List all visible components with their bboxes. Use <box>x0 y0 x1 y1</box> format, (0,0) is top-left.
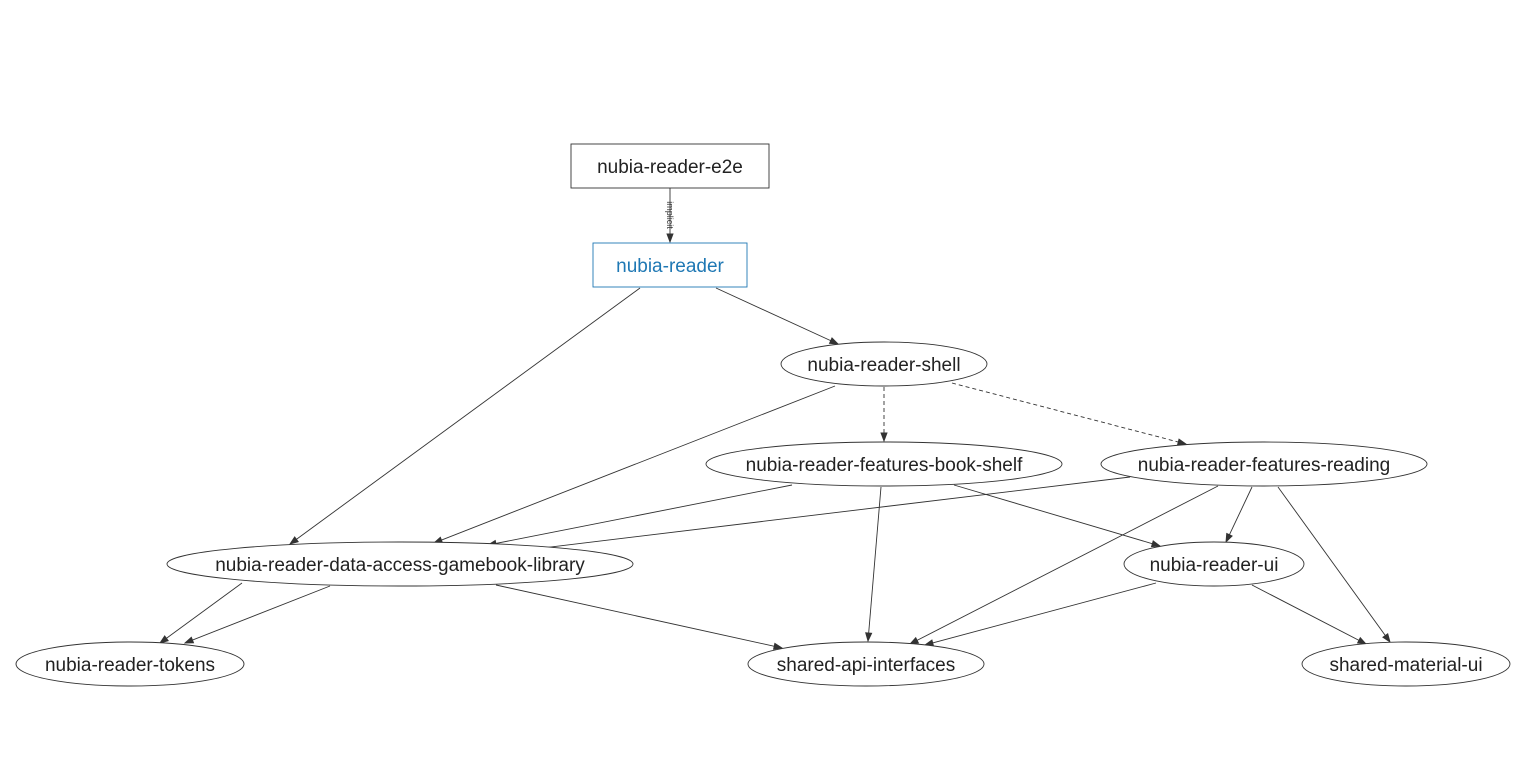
arrow-head-icon <box>828 337 840 345</box>
arrow-head-icon <box>666 233 674 244</box>
node-box <box>592 242 748 288</box>
edge-nubia-reader-features-reading-to-shared-material-ui <box>1277 486 1391 644</box>
node-nubia-reader[interactable]: nubia-reader <box>592 242 748 288</box>
node-label: nubia-reader-data-access-gamebook-librar… <box>215 555 585 576</box>
edge-nubia-reader-shell-to-nubia-reader-features-book-shelf <box>880 387 888 443</box>
arrow-head-icon <box>288 536 299 545</box>
edge-line <box>868 486 882 636</box>
node-ellipse <box>747 641 985 687</box>
arrow-head-icon <box>158 635 169 644</box>
node-ellipse <box>705 441 1063 487</box>
node-nubia-reader-features-book-shelf[interactable]: nubia-reader-features-book-shelf <box>705 441 1063 487</box>
arrow-head-icon <box>865 632 873 643</box>
node-nubia-reader-ui[interactable]: nubia-reader-ui <box>1123 541 1305 587</box>
node-ellipse <box>780 341 988 387</box>
node-label: nubia-reader <box>616 256 724 277</box>
arrow-head-icon <box>1356 636 1368 645</box>
edge-nubia-reader-features-reading-to-nubia-reader-data-access-gamebook-library <box>491 476 1131 557</box>
edge-line <box>439 385 836 542</box>
node-ellipse <box>15 641 245 687</box>
node-label: nubia-reader-features-book-shelf <box>746 455 1023 476</box>
edge-line <box>715 287 833 342</box>
arrow-head-icon <box>1382 633 1391 644</box>
arrow-head-icon <box>908 636 920 645</box>
edge-line <box>164 582 243 640</box>
node-nubia-reader-tokens[interactable]: nubia-reader-tokens <box>15 641 245 687</box>
edge-nubia-reader-e2e-to-nubia-reader: implicit <box>665 188 675 244</box>
node-label: nubia-reader-tokens <box>45 655 215 676</box>
node-shared-api-interfaces[interactable]: shared-api-interfaces <box>747 641 985 687</box>
edge-nubia-reader-features-book-shelf-to-nubia-reader-data-access-gamebook-library <box>486 484 793 547</box>
arrow-head-icon <box>183 636 195 644</box>
node-nubia-reader-shell[interactable]: nubia-reader-shell <box>780 341 988 387</box>
node-ellipse <box>1100 441 1428 487</box>
edge-line <box>498 476 1131 554</box>
edge-nubia-reader-to-nubia-reader-tokens <box>288 287 641 545</box>
node-nubia-reader-e2e[interactable]: nubia-reader-e2e <box>570 143 770 189</box>
edge-line <box>190 585 331 642</box>
edge-line <box>495 584 777 648</box>
edge-nubia-reader-to-nubia-reader-shell <box>715 287 840 345</box>
node-nubia-reader-features-reading[interactable]: nubia-reader-features-reading <box>1100 441 1428 487</box>
edge-label: implicit <box>665 201 675 229</box>
edge-line <box>294 287 641 541</box>
edge-line <box>951 382 1181 443</box>
edge-line <box>953 484 1155 545</box>
node-ellipse <box>166 541 634 587</box>
node-nubia-reader-data-access-gamebook-library[interactable]: nubia-reader-data-access-gamebook-librar… <box>166 541 634 587</box>
edge-nubia-reader-features-book-shelf-to-nubia-reader-ui <box>953 484 1162 548</box>
arrow-head-icon <box>1150 540 1162 548</box>
edge-line <box>1251 584 1361 642</box>
nodes-layer: nubia-reader-e2e nubia-reader nubia-reader… <box>15 143 1511 687</box>
edge-line <box>493 484 793 545</box>
edge-nubia-reader-features-book-shelf-to-shared-api-interfaces <box>865 486 882 643</box>
edges-layer: implicit <box>158 188 1391 650</box>
node-label: nubia-reader-ui <box>1150 555 1279 576</box>
node-ellipse <box>1301 641 1511 687</box>
edge-line <box>1228 486 1253 537</box>
edge-nubia-reader-data-access-gamebook-library-to-shared-api-interfaces <box>495 584 784 650</box>
edge-line <box>915 485 1219 642</box>
node-shared-material-ui[interactable]: shared-material-ui <box>1301 641 1511 687</box>
arrow-head-icon <box>772 642 784 650</box>
node-label: nubia-reader-features-reading <box>1138 455 1390 476</box>
node-ellipse <box>1123 541 1305 587</box>
node-box <box>570 143 770 189</box>
edge-nubia-reader-shell-to-nubia-reader-features-reading <box>951 382 1188 446</box>
arrow-head-icon <box>1176 438 1188 446</box>
node-label: nubia-reader-e2e <box>597 157 743 178</box>
edge-line <box>930 582 1157 644</box>
node-label: shared-material-ui <box>1329 655 1482 676</box>
node-label: shared-api-interfaces <box>777 655 955 676</box>
arrow-head-icon <box>880 432 888 443</box>
edge-nubia-reader-features-reading-to-nubia-reader-ui <box>1225 486 1253 544</box>
node-label: nubia-reader-shell <box>807 355 960 376</box>
edge-nubia-reader-data-access-gamebook-library-to-nubia-reader-tokens <box>183 585 331 644</box>
edge-nubia-reader-ui-to-shared-api-interfaces <box>923 582 1157 647</box>
edge-line <box>1277 486 1387 638</box>
edge-nubia-reader-ui-to-shared-material-ui <box>1251 584 1368 645</box>
edge-nubia-reader-features-reading-to-shared-api-interfaces <box>908 485 1219 645</box>
arrow-head-icon <box>1225 532 1233 544</box>
edge-nubia-reader-data-access-gamebook-library-to-nubia-reader-tokens <box>158 582 243 644</box>
